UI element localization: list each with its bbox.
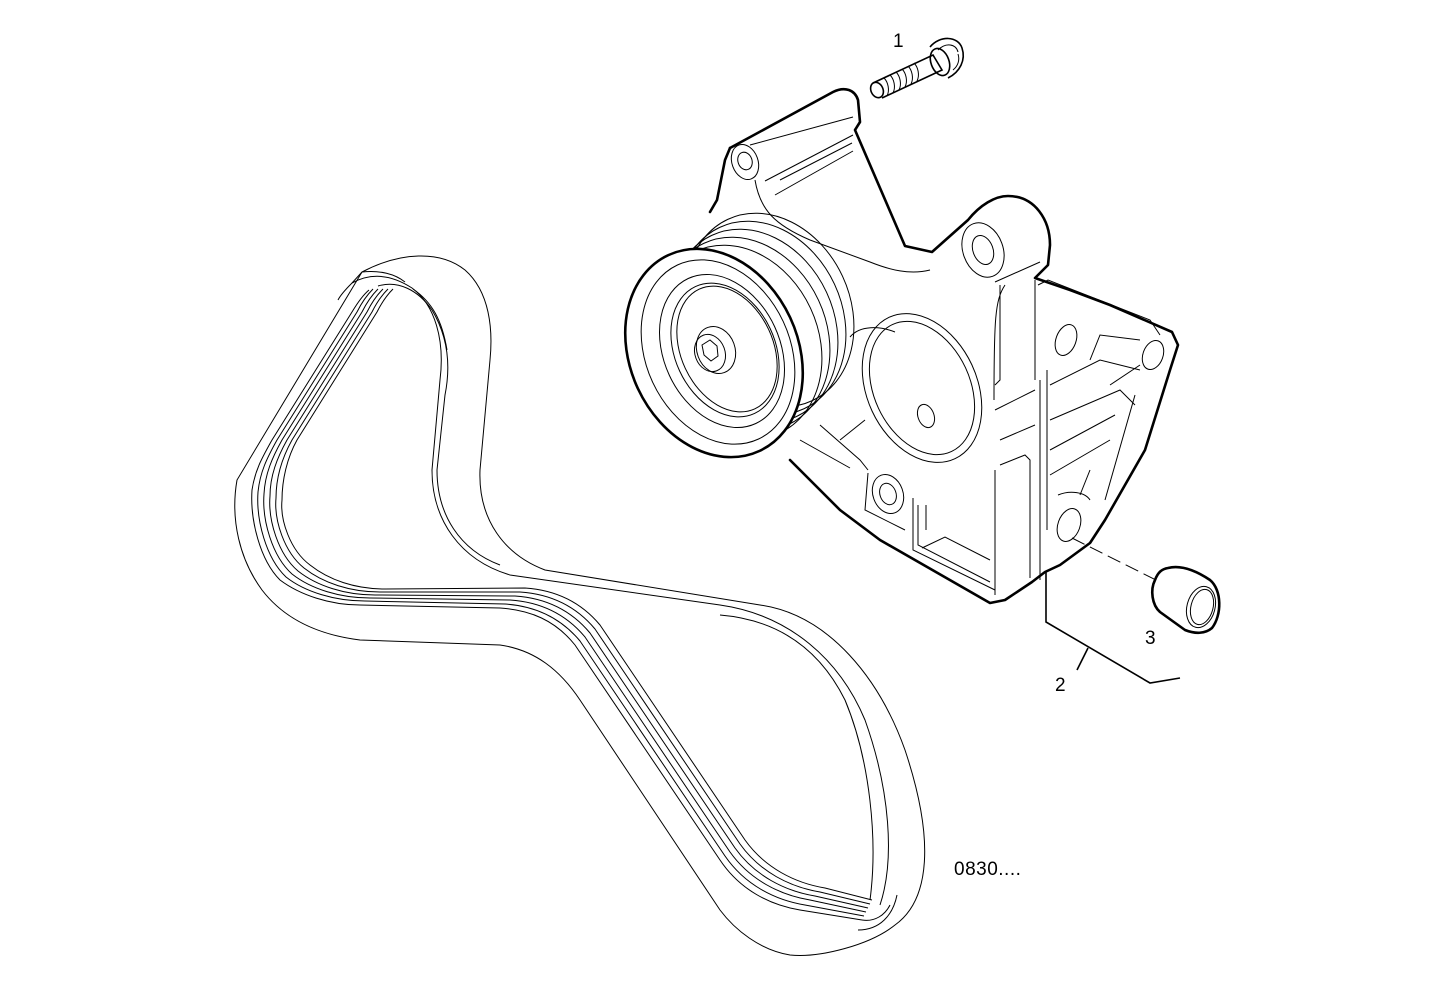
bolt-part-1 — [869, 37, 964, 99]
drawing-code: 0830.... — [954, 859, 1022, 880]
pulley — [623, 212, 855, 459]
poly-v-belt — [234, 255, 926, 956]
spacer-part-3 — [1071, 537, 1221, 635]
callout-1: 1 — [893, 31, 904, 52]
tensioner-bracket-part-2 — [708, 87, 1180, 605]
leader-lines — [1045, 572, 1181, 684]
callout-3: 3 — [1145, 628, 1156, 649]
callout-2: 2 — [1055, 675, 1066, 696]
